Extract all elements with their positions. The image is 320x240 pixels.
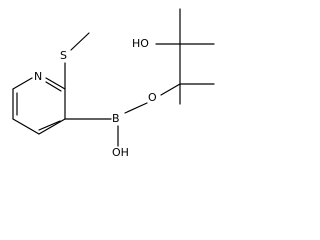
bond-o-c <box>160 83 181 96</box>
bond-n-c2-inner <box>45 81 62 92</box>
pinacol-backbone <box>155 8 215 105</box>
bond-c3-c4 <box>38 118 66 135</box>
pyridine-ring <box>12 77 66 135</box>
bond-c4-c5 <box>12 118 40 135</box>
boronic-ester-group <box>64 83 181 147</box>
bond-c6-n <box>12 77 33 90</box>
atom-label-ether-oxygen: O <box>148 91 157 104</box>
atom-label-boron-hydroxyl: OH <box>112 146 129 159</box>
bond-b-o <box>124 102 148 114</box>
atom-label-nitrogen: N <box>34 70 42 83</box>
bond-c4-c5-inner <box>38 120 61 131</box>
atom-label-alcohol: HO <box>132 37 149 50</box>
methylthio-group <box>64 32 90 90</box>
bond-n-c2 <box>45 77 66 90</box>
chemical-structure: S N B O OH HO <box>12 8 215 159</box>
atom-label-boron: B <box>112 112 120 125</box>
bond-s-methyl <box>70 32 90 51</box>
atom-label-sulfur: S <box>60 49 67 62</box>
